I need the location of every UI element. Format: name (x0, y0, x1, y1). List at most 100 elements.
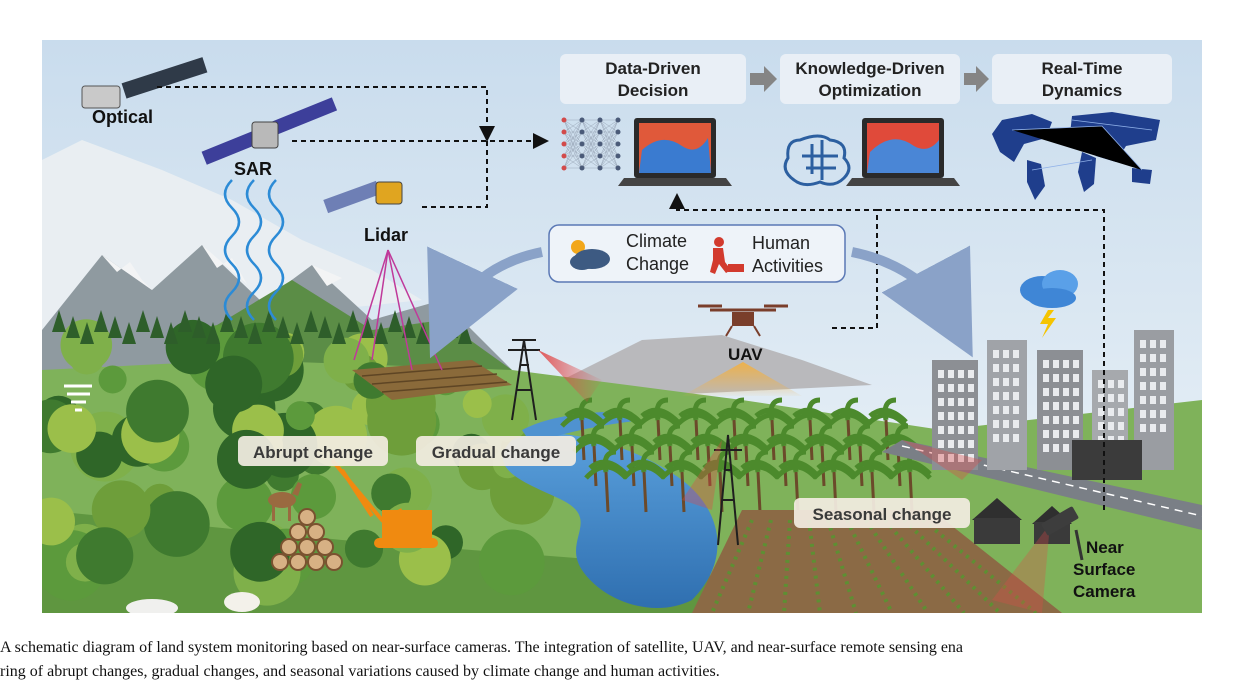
conifer (318, 316, 332, 338)
palm-tree (838, 423, 882, 454)
svg-text:Abrupt change: Abrupt change (253, 443, 373, 462)
terraced-farmland (352, 360, 512, 400)
uav-drone-icon (698, 304, 788, 337)
conifer (374, 322, 388, 344)
svg-text:Human: Human (752, 233, 810, 253)
neural-network-icon (561, 117, 621, 171)
palm-plantation (560, 397, 932, 513)
near-surface-camera-icon (1041, 506, 1084, 561)
tree (216, 475, 274, 532)
conifer (66, 316, 80, 338)
conifer (136, 310, 150, 332)
driver-arrow-right (851, 245, 973, 358)
conifer (346, 310, 360, 332)
pipeline-arrow-2 (964, 66, 989, 92)
camera-label-1: Near (1086, 538, 1124, 557)
palm-tree (584, 449, 628, 480)
palm-tree (572, 423, 616, 454)
conifer (290, 322, 304, 344)
palm-tree (686, 423, 730, 454)
palm-tree (622, 449, 666, 480)
pipeline-step-data-driven: Data-Driven Decision (560, 54, 746, 104)
crop-rows (710, 518, 1038, 615)
tree (126, 379, 189, 443)
palm-tree (774, 449, 818, 480)
conifer (122, 322, 136, 344)
conifer (248, 322, 262, 344)
pipeline-step-real-time: Real-Time Dynamics (992, 54, 1172, 104)
conifer (178, 310, 192, 332)
lidar-satellite-icon (323, 180, 403, 214)
conifer (206, 322, 220, 344)
tree (47, 404, 97, 453)
conifer (304, 310, 318, 332)
storm-cloud-icon (1020, 270, 1078, 338)
foreground-grass (42, 510, 742, 613)
optical-label: Optical (92, 107, 153, 127)
palm-tree (660, 449, 704, 480)
conifer (262, 310, 276, 332)
tree (76, 527, 134, 585)
palm-tree (812, 449, 856, 480)
palm-tree (636, 397, 680, 428)
world-map-icon (992, 112, 1160, 200)
conifer (192, 316, 206, 338)
tree (205, 355, 263, 413)
tree (143, 491, 210, 557)
pipeline-step-knowledge-driven: Knowledge-Driven Optimization (780, 54, 960, 104)
tree (98, 365, 127, 394)
tree (165, 319, 221, 375)
gradual-change-tag: Gradual change (416, 436, 576, 466)
sar-label: SAR (234, 159, 272, 179)
svg-text:Real-Time: Real-Time (1042, 59, 1123, 78)
laptop-map-icon (618, 118, 732, 186)
tree (462, 389, 492, 418)
palm-tree (864, 397, 908, 428)
palm-tree (610, 423, 654, 454)
palm-tree (800, 423, 844, 454)
camera-beam-4 (902, 440, 982, 480)
tree (290, 474, 336, 520)
palm-tree (850, 449, 894, 480)
deer-icon (268, 482, 302, 521)
driver-arrow-left (427, 246, 544, 359)
human-activity-icon (710, 237, 744, 274)
laptop-map-icon-2 (846, 118, 960, 186)
tree (91, 480, 151, 539)
svg-text:Activities: Activities (752, 256, 823, 276)
conifer (164, 322, 178, 344)
excavator-body (374, 510, 438, 548)
optical-satellite-icon (81, 57, 208, 109)
seasonal-change-tag: Seasonal change (794, 498, 970, 528)
palm-tree (788, 397, 832, 428)
conifer (150, 316, 164, 338)
svg-text:Climate: Climate (626, 231, 687, 251)
land-monitoring-diagram: Data-Driven Decision Knowledge-Driven Op… (23, 40, 1203, 617)
palm-tree (674, 397, 718, 428)
palm-tree (736, 449, 780, 480)
crop-field (692, 510, 1062, 613)
palm-tree (598, 397, 642, 428)
conifer (52, 310, 66, 332)
abrupt-change-tag: Abrupt change (238, 436, 388, 466)
distant-hill (562, 335, 872, 400)
conifer (416, 322, 430, 344)
palm-tree (560, 397, 604, 428)
tree (344, 529, 384, 568)
lidar-label: Lidar (364, 225, 408, 245)
conifer (80, 322, 94, 344)
conifer (276, 316, 290, 338)
palm-tree (750, 397, 794, 428)
tree (478, 529, 545, 596)
svg-text:Seasonal change: Seasonal change (813, 505, 952, 524)
uav-view-cone (682, 362, 802, 396)
palm-tree (648, 423, 692, 454)
svg-text:Dynamics: Dynamics (1042, 81, 1122, 100)
conifer (332, 322, 346, 344)
climate-icon (570, 240, 610, 270)
tree (285, 401, 315, 431)
conifer (402, 316, 416, 338)
conifer (388, 310, 402, 332)
data-flow-arrows (157, 86, 1105, 510)
power-tower-camera (508, 339, 540, 421)
